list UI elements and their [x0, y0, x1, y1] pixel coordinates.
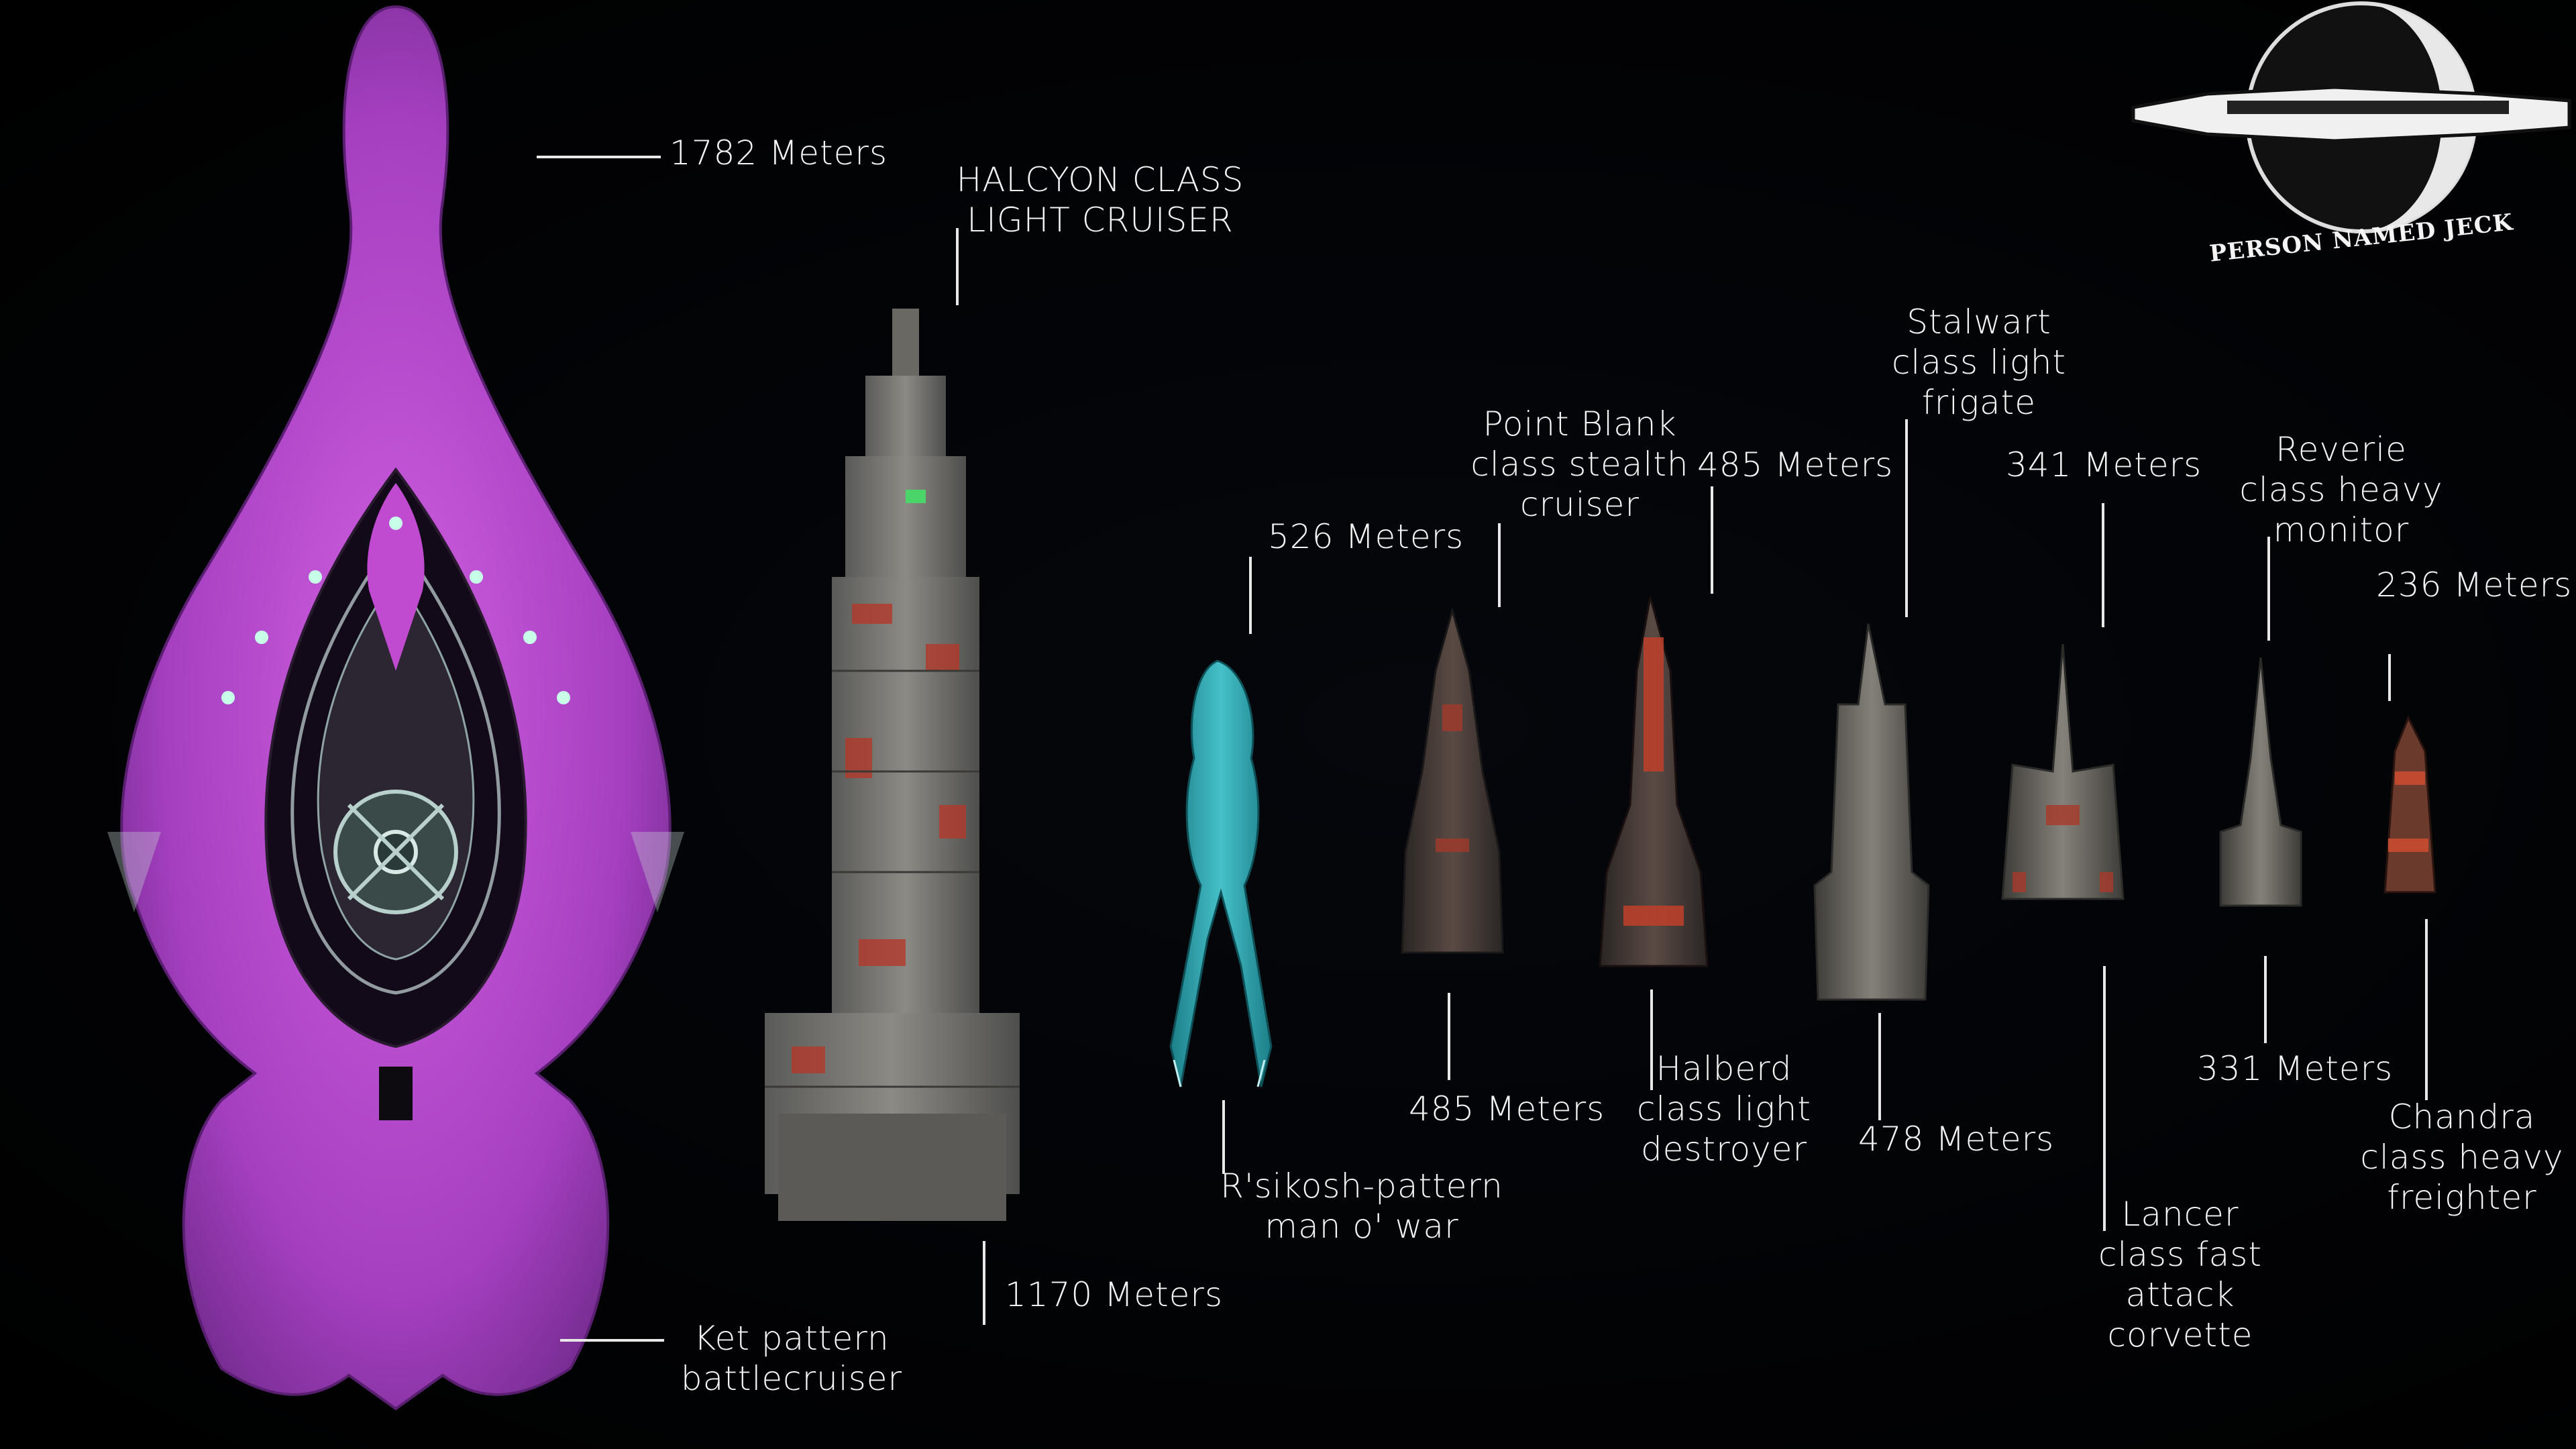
ket-battlecruiser-illustration: [107, 5, 684, 1411]
connector-stalwart-length: [1878, 1013, 1881, 1120]
connector-halberd-name: [1650, 989, 1653, 1090]
chandra-freighter-illustration: [2383, 715, 2436, 894]
connector-ket-name: [560, 1339, 664, 1342]
halberd-length-label: 485 Meters: [1697, 445, 1894, 484]
connector-halberd-length: [1711, 486, 1713, 594]
connector-halcyon-length: [983, 1241, 985, 1325]
connector-chandra-length: [2388, 654, 2391, 701]
ket-name-label: Ket pattern battlecruiser: [680, 1319, 903, 1398]
stalwart-length-label: 478 Meters: [1858, 1120, 2055, 1159]
connector-pointblank-name: [1498, 523, 1501, 607]
lancer-corvette-illustration: [2001, 643, 2125, 900]
connector-reverie-name: [2267, 537, 2270, 641]
reverie-monitor-illustration: [2219, 657, 2302, 907]
lancer-name-label: Lancer class fast attack corvette: [2098, 1195, 2262, 1354]
stalwart-name-label: Stalwart class light frigate: [1891, 303, 2067, 422]
reverie-name-label: Reverie class heavy monitor: [2239, 430, 2443, 549]
pointblank-name-label: Point Blank class stealth cruiser: [1470, 405, 1689, 524]
connector-reverie-length: [2264, 956, 2267, 1043]
chandra-length-label: 236 Meters: [2376, 566, 2573, 604]
rsikosh-name-label: R'sikosh-pattern man o' war: [1220, 1167, 1503, 1246]
halberd-destroyer-illustration: [1599, 596, 1709, 967]
pointblank-cruiser-illustration: [1401, 606, 1504, 954]
connector-stalwart-name: [1905, 419, 1908, 617]
stalwart-frigate-illustration: [1813, 623, 1930, 1001]
rsikosh-length-label: 526 Meters: [1268, 517, 1464, 556]
lancer-length-label: 341 Meters: [2006, 445, 2202, 484]
person-named-jeck-logo: [2131, 1, 2571, 233]
halberd-name-label: Halberd class light destroyer: [1636, 1049, 1812, 1169]
connector-rsikosh-length: [1249, 557, 1252, 634]
connector-rsikosh-name: [1222, 1100, 1225, 1174]
rsikosh-manowar-illustration: [1169, 659, 1273, 1087]
connector-lancer-length: [2102, 503, 2104, 627]
connector-ket-length: [537, 156, 661, 158]
connector-pointblank-length: [1448, 993, 1450, 1080]
connector-halcyon-name: [956, 228, 959, 305]
pointblank-length-label: 485 Meters: [1409, 1089, 1605, 1128]
halcyon-name-label: HALCYON CLASS LIGHT CRUISER: [956, 160, 1244, 239]
ket-length-label: 1782 Meters: [669, 133, 888, 172]
chandra-name-label: Chandra class heavy freighter: [2360, 1097, 2564, 1217]
connector-chandra-name: [2425, 919, 2428, 1100]
reverie-length-label: 331 Meters: [2197, 1049, 2394, 1088]
connector-lancer-name: [2103, 966, 2106, 1231]
halcyon-cruiser-illustration: [765, 309, 1020, 1221]
halcyon-length-label: 1170 Meters: [1005, 1275, 1224, 1314]
